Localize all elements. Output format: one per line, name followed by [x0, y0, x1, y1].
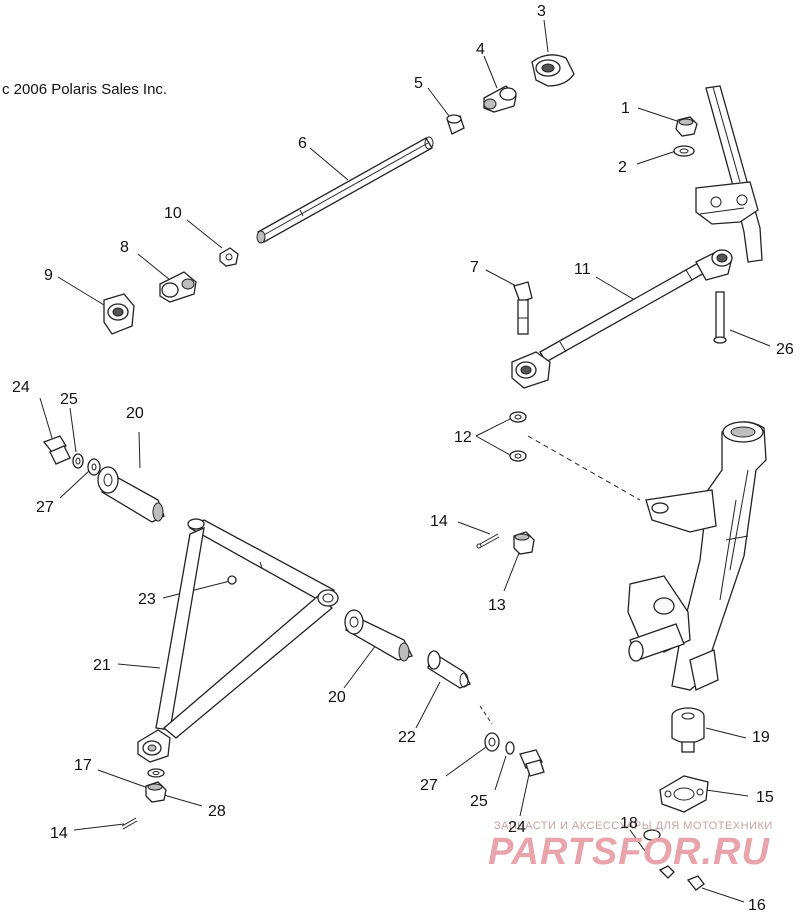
steering-column	[695, 85, 763, 263]
tie-rod-part-6	[256, 136, 434, 244]
bolt-part-24-upper	[42, 435, 71, 465]
callout-5: 5	[414, 75, 423, 92]
copyright-text: c 2006 Polaris Sales Inc.	[2, 81, 167, 98]
rod-end-part-9	[103, 293, 135, 335]
nut-part-17	[145, 781, 167, 803]
callout-27-upper: 27	[36, 499, 54, 516]
a-arm-part-21	[137, 518, 339, 763]
callout-27-lower: 27	[420, 777, 438, 794]
washer-part-18	[643, 829, 661, 841]
callout-6: 6	[298, 135, 307, 152]
washer-part-25-lower	[505, 741, 515, 755]
callout-7: 7	[470, 259, 479, 276]
bolt-part-7	[513, 281, 533, 335]
bolt-part-24-lower	[519, 749, 545, 777]
castle-nut-part-13	[513, 531, 535, 555]
cotter-pin-part-14-upper	[476, 533, 500, 549]
rod-end-part-3	[531, 54, 575, 87]
callout-10: 10	[164, 205, 182, 222]
washer-part-27-upper	[87, 458, 101, 476]
callout-26: 26	[776, 341, 794, 358]
bolt-part-16	[658, 865, 705, 891]
callout-labels: 3 4 5 1 6 2 10 8 7 11 9 26 24 25 20 12 2…	[12, 3, 794, 913]
watermark-caption: ЗАПЧАСТИ И АКСЕССУАРЫ ДЛЯ МОТОТЕХНИКИ	[494, 820, 773, 832]
sleeve-part-22	[427, 650, 471, 689]
bushing-part-20-lower	[344, 609, 413, 662]
callout-17: 17	[74, 757, 92, 774]
watermark-brand: PARTSFOR.RU	[488, 831, 770, 873]
callout-20-upper: 20	[126, 405, 144, 422]
callout-12: 12	[454, 429, 472, 446]
callout-14-upper: 14	[430, 513, 448, 530]
callout-22: 22	[398, 729, 416, 746]
callout-24-lower: 24	[508, 819, 526, 836]
washer-part-27-lower	[484, 732, 500, 752]
callout-9: 9	[44, 267, 53, 284]
bushing-part-20-upper	[97, 466, 165, 523]
callout-13: 13	[488, 597, 506, 614]
ball-joint-part-19	[671, 707, 705, 753]
callout-24-upper: 24	[12, 379, 30, 396]
callout-2: 2	[618, 159, 627, 176]
callout-19: 19	[752, 729, 770, 746]
callout-21: 21	[93, 657, 111, 674]
sleeve-part-5	[446, 114, 465, 135]
stud-part-26	[713, 291, 727, 344]
callout-20-lower: 20	[328, 689, 346, 706]
washer-part-25-upper	[72, 453, 84, 469]
callout-25-lower: 25	[470, 793, 488, 810]
callout-11: 11	[574, 261, 591, 278]
callout-18: 18	[620, 815, 638, 832]
washers-part-12	[509, 411, 527, 462]
callout-23: 23	[138, 591, 156, 608]
watermark: ЗАПЧАСТИ И АКСЕССУАРЫ ДЛЯ МОТОТЕХНИКИ PA…	[488, 820, 773, 873]
callout-3: 3	[537, 3, 546, 20]
nut-part-1	[675, 116, 698, 137]
ball-joint-part-8	[159, 271, 197, 303]
tie-rod-assembly-part-11	[511, 249, 733, 389]
cotter-pin-part-14-lower	[121, 817, 138, 830]
callout-16: 16	[748, 897, 766, 913]
callout-1: 1	[621, 100, 630, 117]
callout-25-upper: 25	[60, 391, 78, 408]
washer-part-2	[673, 145, 695, 157]
callout-14-lower: 14	[50, 825, 68, 842]
jam-nut-part-10	[219, 247, 239, 267]
ball-joint-part-4	[483, 85, 517, 113]
callout-4: 4	[476, 41, 485, 58]
callout-28: 28	[208, 803, 226, 820]
callout-8: 8	[120, 239, 129, 256]
callout-15: 15	[756, 789, 774, 806]
washer-part-28	[147, 768, 165, 778]
spindle-knuckle	[627, 421, 767, 691]
plate-part-15	[659, 775, 709, 813]
leader-lines	[39, 19, 771, 903]
